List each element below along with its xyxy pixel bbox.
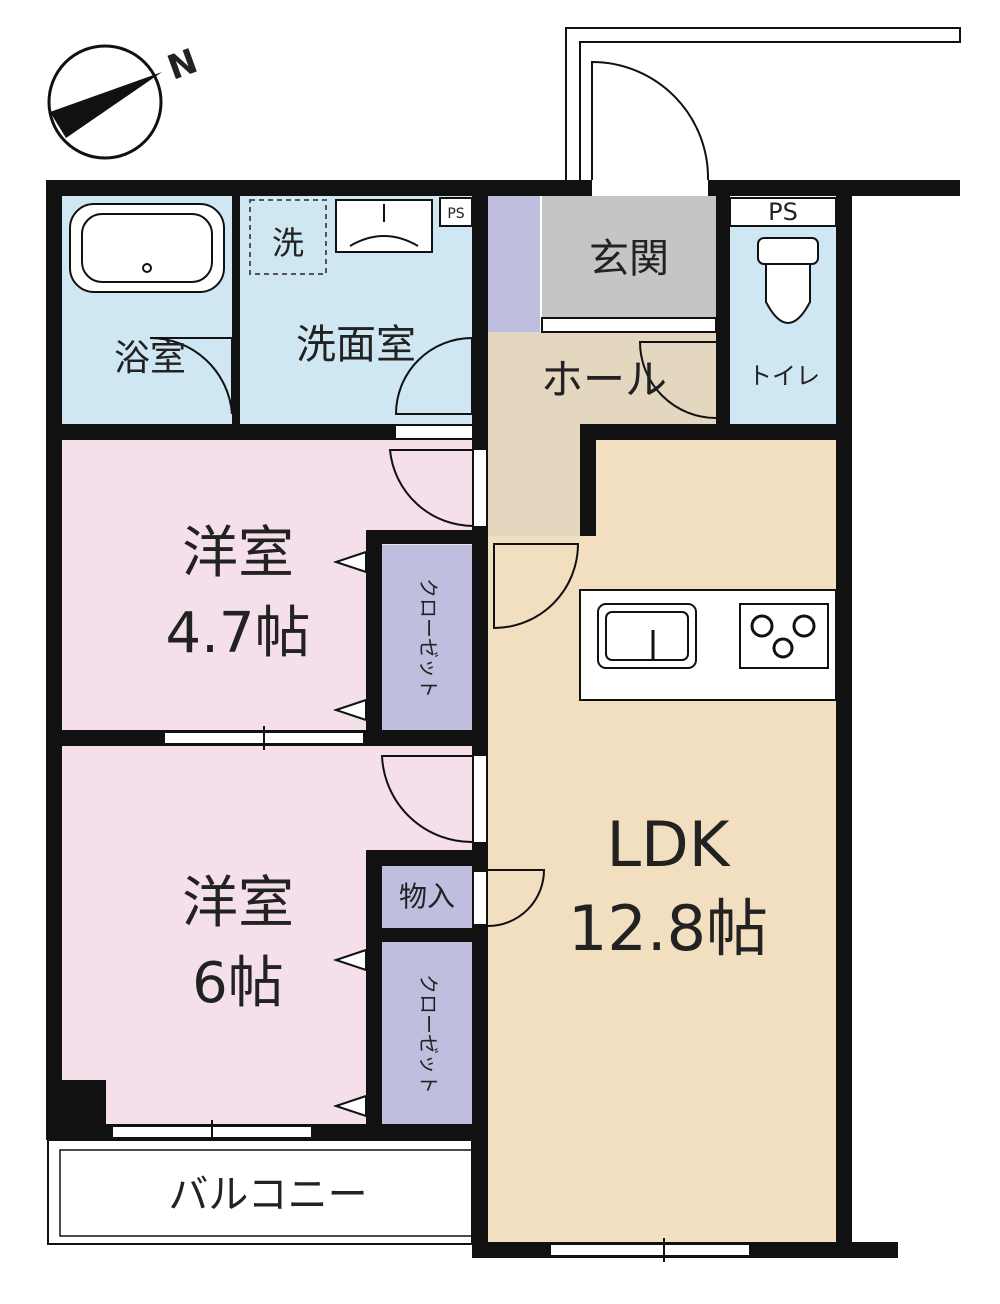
- toilet-door-icon: [638, 341, 717, 419]
- storage-floor: [382, 866, 472, 928]
- closet1-floor: [382, 545, 472, 730]
- bath-label: 浴室: [114, 338, 186, 379]
- western1-name: 洋室: [182, 521, 294, 586]
- storage-label: 物入: [399, 880, 455, 913]
- entrance-step: [541, 317, 717, 333]
- hall-ldk-door-icon: [493, 543, 580, 630]
- door-openings: [396, 180, 708, 924]
- closet1-label: クローゼット: [417, 578, 441, 698]
- compass: N: [47, 41, 203, 160]
- western2-size: 6帖: [192, 951, 284, 1016]
- balcony-floor: [47, 1139, 473, 1245]
- western2-door-icon: [380, 755, 475, 844]
- balcony-label: バルコニー: [168, 1172, 367, 1218]
- washer-space-icon: [249, 199, 327, 275]
- entrance-label: 玄関: [589, 236, 669, 282]
- ldk-name: LDK: [607, 808, 731, 881]
- storage-door-icon: [487, 869, 546, 927]
- western2-name: 洋室: [182, 871, 294, 936]
- entrance-floor: [542, 196, 716, 318]
- hall-label: ホール: [541, 355, 667, 404]
- washroom-label: 洗面室: [296, 322, 416, 368]
- closet2-floor: [382, 942, 472, 1125]
- bathtub-icon: [69, 203, 225, 293]
- ps-left-label: PS: [447, 206, 464, 222]
- ps-right-label: PS: [768, 198, 798, 226]
- western1-size: 4.7帖: [165, 601, 310, 666]
- door-swings: [149, 60, 717, 927]
- compass-circle: [47, 44, 163, 160]
- toilet-icon: [757, 237, 819, 324]
- kitchen-counter: [579, 589, 837, 701]
- ldk-size: 12.8帖: [568, 892, 768, 965]
- washroom-door-icon: [394, 337, 473, 415]
- ps-left-box: [439, 197, 473, 227]
- closet2-label: クローゼット: [417, 974, 441, 1094]
- front-door-icon: [591, 60, 710, 181]
- closet-door-markers: [332, 550, 367, 1118]
- north-label: N: [162, 41, 202, 88]
- shoe-box: [486, 196, 540, 332]
- porch-railing: [565, 27, 961, 180]
- kitchen-sink-icon: [597, 603, 697, 669]
- toilet-label: トイレ: [748, 362, 820, 390]
- washer-label: 洗: [272, 224, 304, 262]
- ps-right-box: [729, 197, 837, 227]
- bath-door-icon: [149, 336, 233, 415]
- sink-vanity-icon: [335, 199, 433, 253]
- balcony-rail: [59, 1149, 473, 1237]
- western1-door-icon: [388, 449, 475, 528]
- compass-needle-icon: [50, 72, 162, 138]
- hall-corridor-floor: [486, 420, 580, 536]
